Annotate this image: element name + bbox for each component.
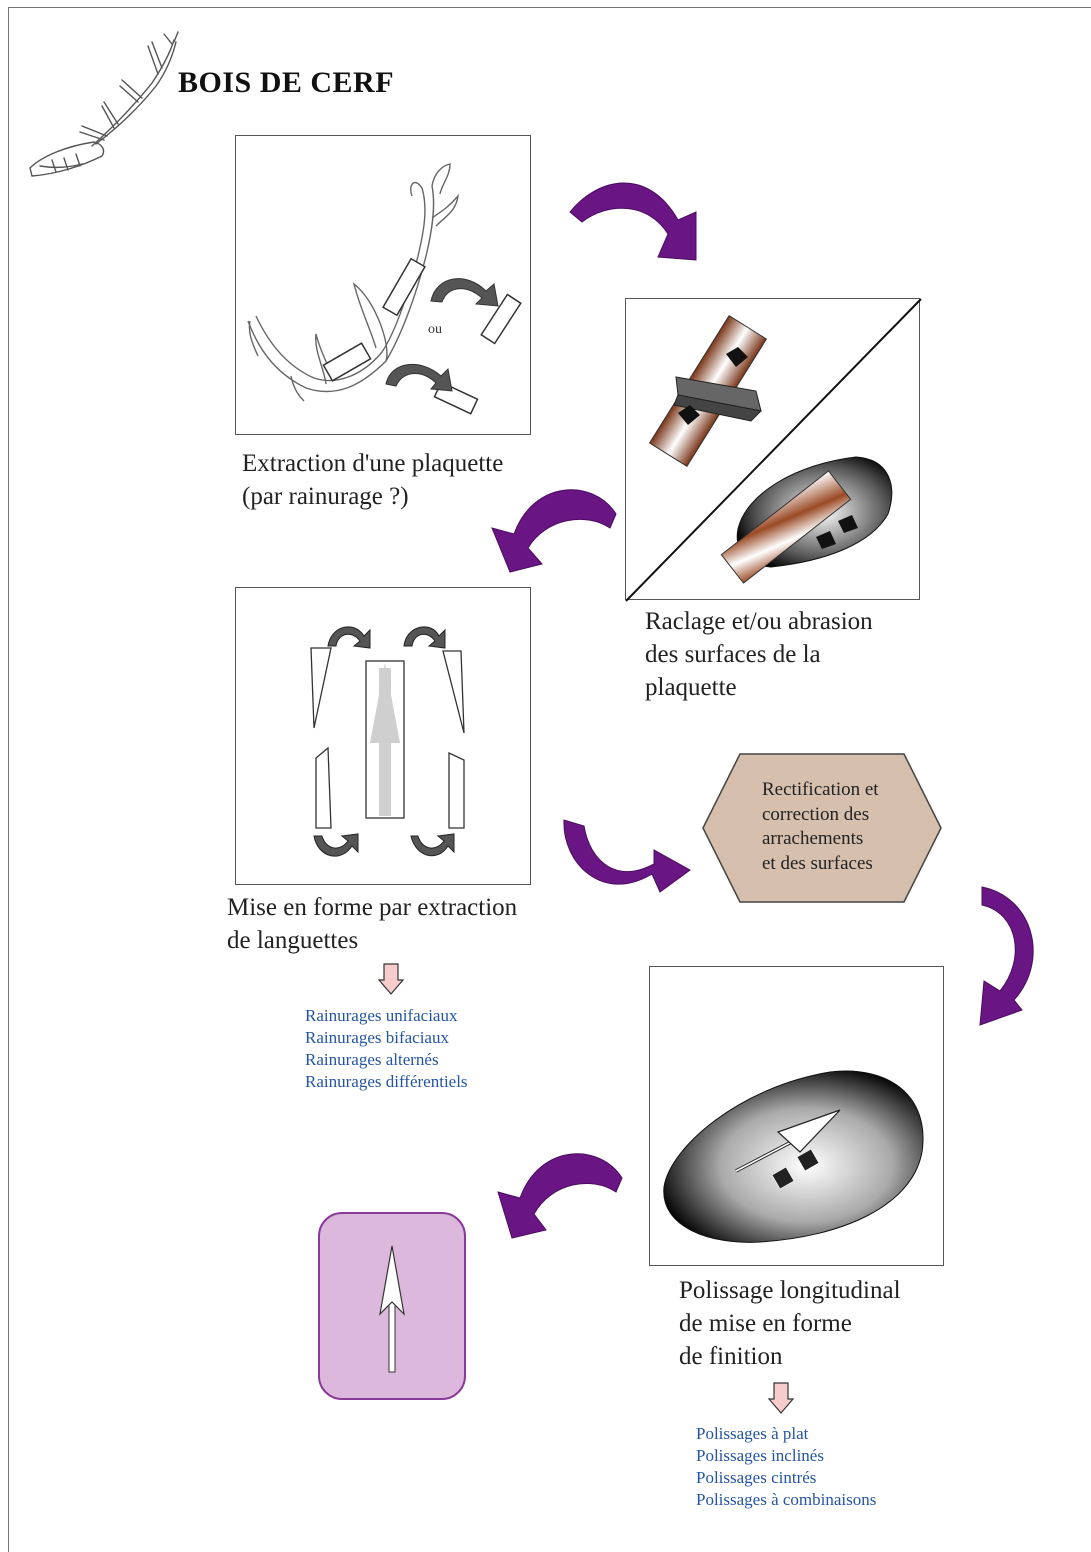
panel-raclage [625,298,922,602]
panel-extraction [235,135,531,435]
stag-skull-icon [29,31,179,177]
flow-arrow-3 [563,819,691,893]
flow-arrow-5 [497,1153,623,1239]
page-title: BOIS DE CERF [178,66,395,99]
panel-polissage [649,966,944,1266]
caption-mise-en-forme: Mise en forme par extraction de languett… [227,894,518,954]
scraping-abrasion-illustration [625,298,922,602]
details-arrow-icon-2 [767,1382,795,1414]
antler-illustration [247,163,522,415]
caption-raclage: Raclage et/ou abrasion des surfaces de l… [645,608,873,701]
alternative-label: ou [428,322,442,337]
flow-arrow-2 [491,489,617,573]
polishing-illustration [663,1070,924,1243]
polishing-methods-list: Polissages à plat Polissages inclinés Po… [696,1424,877,1509]
tongue-extraction-illustration [310,626,465,857]
final-point-box [318,1212,466,1400]
panel-mise-en-forme [235,587,531,885]
flow-arrow-1 [569,182,697,261]
caption-rectification: Rectification et correction des arrachem… [762,779,879,874]
caption-extraction: Extraction d'une plaquette (par rainurag… [242,450,504,510]
rectification-hexagon [702,753,942,903]
flow-arrow-4 [979,886,1034,1026]
bone-point-icon [379,1245,405,1373]
caption-polissage: Polissage longitudinal de mise en forme … [679,1277,901,1370]
grooving-methods-list: Rainurages unifaciaux Rainurages bifacia… [305,1006,468,1091]
details-arrow-icon [377,963,405,995]
page-frame [8,7,1091,1552]
